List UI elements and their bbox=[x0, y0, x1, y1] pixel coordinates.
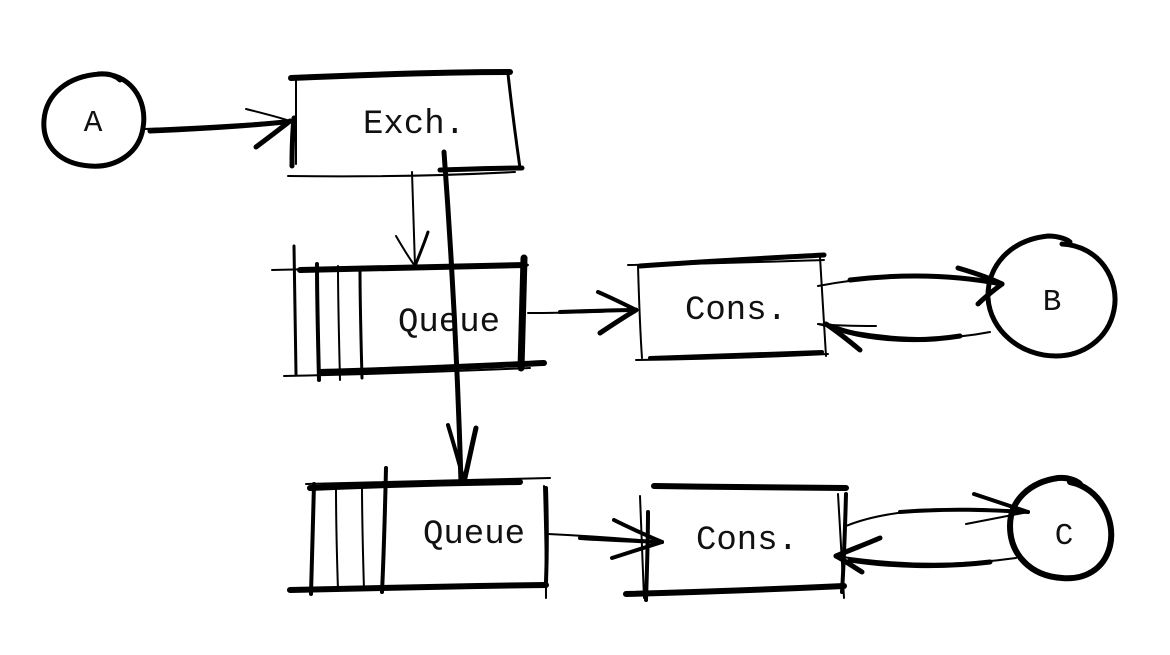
node-exchange: Exch. bbox=[287, 69, 525, 178]
node-b-label: B bbox=[1043, 285, 1062, 320]
edge-queue1-to-consumer1 bbox=[527, 290, 639, 336]
node-exchange-label: Exch. bbox=[363, 106, 465, 144]
edge-exchange-to-queue1 bbox=[395, 171, 430, 268]
edge-queue2-to-consumer2 bbox=[547, 518, 664, 560]
node-consumer2-label: Cons. bbox=[696, 522, 798, 560]
node-c: C bbox=[1007, 474, 1115, 582]
node-consumer1: Cons. bbox=[627, 252, 829, 361]
node-b: B bbox=[985, 233, 1118, 359]
edge-a-to-exchange bbox=[144, 108, 293, 150]
edge-c-to-consumer2 bbox=[833, 535, 1017, 575]
edge-consumer2-to-c bbox=[845, 492, 1030, 527]
node-consumer1-label: Cons. bbox=[685, 292, 787, 330]
node-a-label: A bbox=[84, 106, 103, 141]
node-consumer2: Cons. bbox=[623, 483, 849, 602]
node-queue2-label: Queue bbox=[423, 516, 525, 554]
node-queue1-label: Queue bbox=[398, 304, 500, 342]
node-c-label: C bbox=[1055, 519, 1074, 554]
node-queue1: Queue bbox=[271, 244, 547, 382]
edge-consumer1-to-b bbox=[817, 265, 1005, 307]
node-a: A bbox=[41, 71, 147, 169]
node-queue2: Queue bbox=[287, 466, 551, 599]
edge-b-to-consumer1 bbox=[817, 321, 991, 353]
node-a-circle bbox=[41, 71, 147, 169]
edge-exchange-to-queue2 bbox=[441, 149, 479, 485]
